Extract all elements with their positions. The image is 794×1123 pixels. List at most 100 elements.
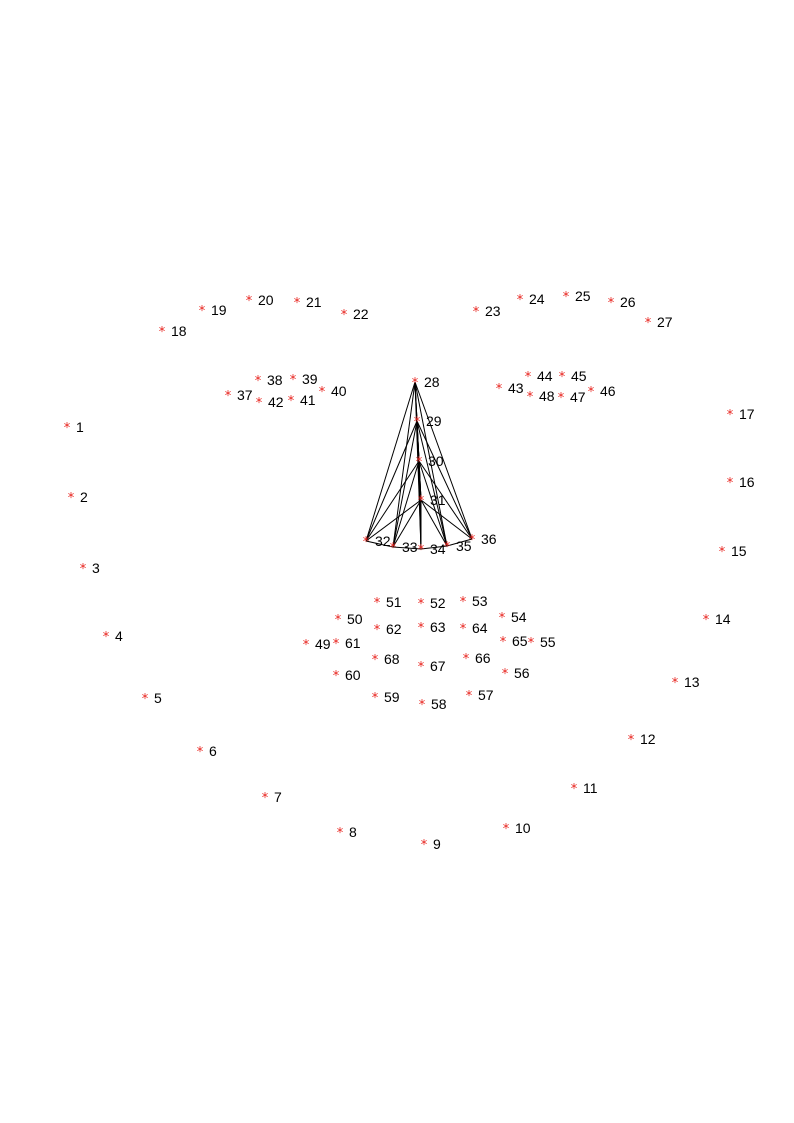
landmark-label: 40 xyxy=(331,383,347,399)
landmark-label: 34 xyxy=(430,541,446,557)
landmark-59: *59 xyxy=(372,689,400,706)
landmark-label: 15 xyxy=(731,543,747,559)
landmark-12: *12 xyxy=(628,731,656,748)
landmark-marker: * xyxy=(444,540,451,555)
landmark-21: *21 xyxy=(294,294,322,311)
landmark-marker: * xyxy=(103,630,110,645)
edge-29-33 xyxy=(392,420,418,548)
landmark-label: 35 xyxy=(456,538,472,554)
landmark-marker: * xyxy=(303,638,310,653)
landmark-marker: * xyxy=(290,373,297,388)
landmark-marker: * xyxy=(418,660,425,675)
landmark-46: *46 xyxy=(588,383,616,400)
landmark-marker: * xyxy=(337,826,344,841)
landmark-label: 9 xyxy=(433,836,441,852)
landmark-label: 19 xyxy=(211,302,227,318)
landmark-28: *28 xyxy=(412,374,440,391)
landmark-23: *23 xyxy=(473,303,501,320)
landmark-63: *63 xyxy=(418,619,446,636)
landmark-label: 27 xyxy=(657,314,673,330)
landmark-65: *65 xyxy=(500,633,528,650)
landmark-label: 63 xyxy=(430,619,446,635)
landmark-label: 29 xyxy=(426,413,442,429)
landmark-41: *41 xyxy=(288,392,316,409)
landmark-label: 14 xyxy=(715,611,731,627)
landmark-label: 28 xyxy=(424,374,440,390)
edge-32-33 xyxy=(365,540,394,548)
landmark-marker: * xyxy=(288,394,295,409)
landmark-label: 45 xyxy=(571,368,587,384)
landmark-marker: * xyxy=(719,545,726,560)
landmark-label: 7 xyxy=(274,789,282,805)
landmark-label: 18 xyxy=(171,323,187,339)
landmark-20: *20 xyxy=(246,292,274,309)
landmark-points: *1*2*3*4*5*6*7*8*9*10*11*12*13*14*15*16*… xyxy=(64,288,755,853)
landmark-18: *18 xyxy=(159,323,187,340)
landmark-marker: * xyxy=(419,698,426,713)
landmark-marker: * xyxy=(68,491,75,506)
landmark-67: *67 xyxy=(418,658,446,675)
landmark-marker: * xyxy=(628,733,635,748)
landmark-marker: * xyxy=(416,455,423,470)
edge-34-35 xyxy=(420,545,448,550)
landmark-marker: * xyxy=(142,692,149,707)
landmark-marker: * xyxy=(246,294,253,309)
landmark-marker: * xyxy=(374,596,381,611)
landmark-label: 4 xyxy=(115,628,123,644)
landmark-marker: * xyxy=(319,385,326,400)
landmark-30: * 30 xyxy=(416,453,444,470)
landmark-marker: * xyxy=(525,370,532,385)
landmark-label: 42 xyxy=(268,394,284,410)
landmark-marker: * xyxy=(558,391,565,406)
landmark-56: *56 xyxy=(502,665,530,682)
edge-30-36 xyxy=(418,460,473,540)
landmark-marker: * xyxy=(727,408,734,423)
landmark-39: *39 xyxy=(290,371,318,388)
landmark-10: *10 xyxy=(503,820,531,837)
landmark-label: 48 xyxy=(539,388,555,404)
landmark-13: * 13 xyxy=(672,674,700,691)
landmark-19: * 19 xyxy=(199,302,227,319)
landmark-label: 2 xyxy=(80,489,88,505)
landmark-label: 60 xyxy=(345,667,361,683)
landmark-38: *38 xyxy=(255,372,283,389)
landmark-36: *36 xyxy=(469,531,497,548)
landmark-53: *53 xyxy=(460,593,488,610)
landmark-marker: * xyxy=(500,635,507,650)
landmark-marker: * xyxy=(463,652,470,667)
landmark-marker: * xyxy=(499,611,506,626)
landmark-marker: * xyxy=(672,676,679,691)
landmark-label: 30 xyxy=(428,453,444,469)
landmark-22: *22 xyxy=(341,306,369,323)
landmark-label: 64 xyxy=(472,620,488,636)
landmark-marker: * xyxy=(199,304,206,319)
landmark-1: *1 xyxy=(64,419,84,436)
landmark-marker: * xyxy=(294,296,301,311)
landmark-marker: * xyxy=(608,296,615,311)
landmark-label: 57 xyxy=(478,687,494,703)
landmark-label: 61 xyxy=(345,635,361,651)
landmark-11: *11 xyxy=(571,780,598,797)
landmark-7: *7 xyxy=(262,789,282,806)
landmark-25: *25 xyxy=(563,288,591,305)
landmark-marker: * xyxy=(517,293,524,308)
landmark-17: *17 xyxy=(727,406,755,423)
landmark-27: *27 xyxy=(645,314,673,331)
landmark-marker: * xyxy=(588,385,595,400)
landmark-label: 33 xyxy=(402,539,418,555)
edge-28-33 xyxy=(392,381,416,548)
landmark-label: 13 xyxy=(684,674,700,690)
landmark-label: 50 xyxy=(347,611,363,627)
landmark-marker: * xyxy=(502,667,509,682)
landmark-26: *26 xyxy=(608,294,636,311)
landmark-marker: * xyxy=(333,637,340,652)
landmark-label: 53 xyxy=(472,593,488,609)
landmark-label: 5 xyxy=(154,690,162,706)
landmark-label: 24 xyxy=(529,291,545,307)
landmark-marker: * xyxy=(225,389,232,404)
landmark-57: *57 xyxy=(466,687,494,704)
landmark-label: 58 xyxy=(431,696,447,712)
landmark-3: *3 xyxy=(80,560,100,577)
